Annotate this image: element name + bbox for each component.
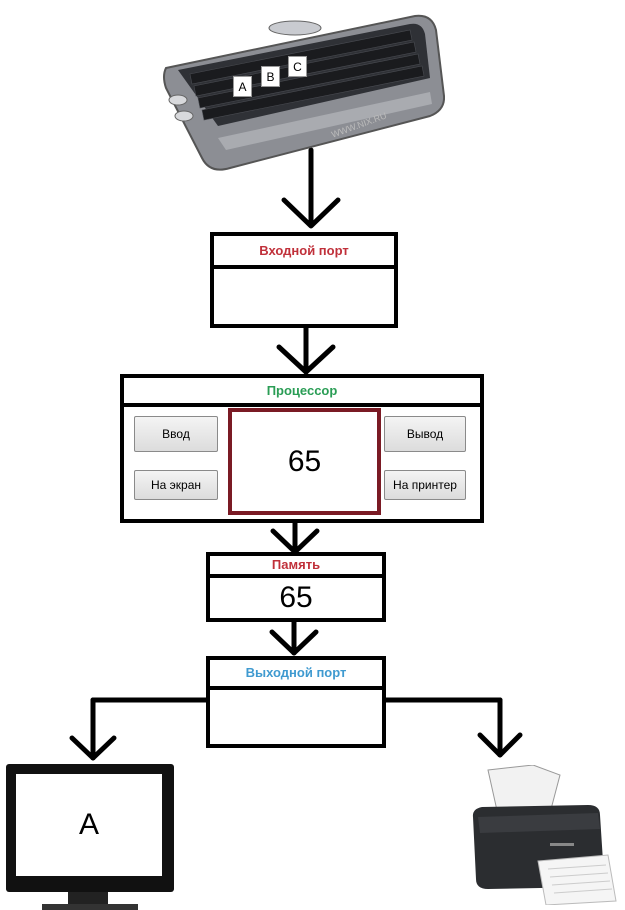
- memory-box: Память 65: [206, 552, 386, 622]
- output-button[interactable]: Вывод: [384, 416, 466, 452]
- processor-box: Процессор Ввод На экран 65 Вывод На прин…: [120, 374, 484, 523]
- to-screen-button[interactable]: На экран: [134, 470, 218, 500]
- keyboard-key-b: B: [261, 66, 280, 87]
- monitor-image: A: [6, 764, 174, 910]
- input-port-title: Входной порт: [214, 236, 394, 269]
- input-button[interactable]: Ввод: [134, 416, 218, 452]
- processor-title: Процессор: [124, 378, 480, 407]
- to-printer-button[interactable]: На принтер: [384, 470, 466, 500]
- monitor-screen: A: [16, 774, 162, 876]
- input-port-box: Входной порт: [210, 232, 398, 328]
- memory-value: 65: [279, 581, 313, 614]
- output-port-box: Выходной порт: [206, 656, 386, 748]
- keyboard-key-c: C: [288, 56, 307, 77]
- output-port-value: [210, 690, 382, 744]
- output-port-title: Выходной порт: [210, 660, 382, 690]
- memory-title: Память: [210, 556, 382, 578]
- input-port-value: [214, 269, 394, 324]
- processor-display: 65: [228, 408, 381, 515]
- keyboard-key-a: A: [233, 76, 252, 97]
- printer-image: [468, 765, 618, 905]
- keyboard-image: A B C WWW.NIX.RU: [160, 8, 445, 178]
